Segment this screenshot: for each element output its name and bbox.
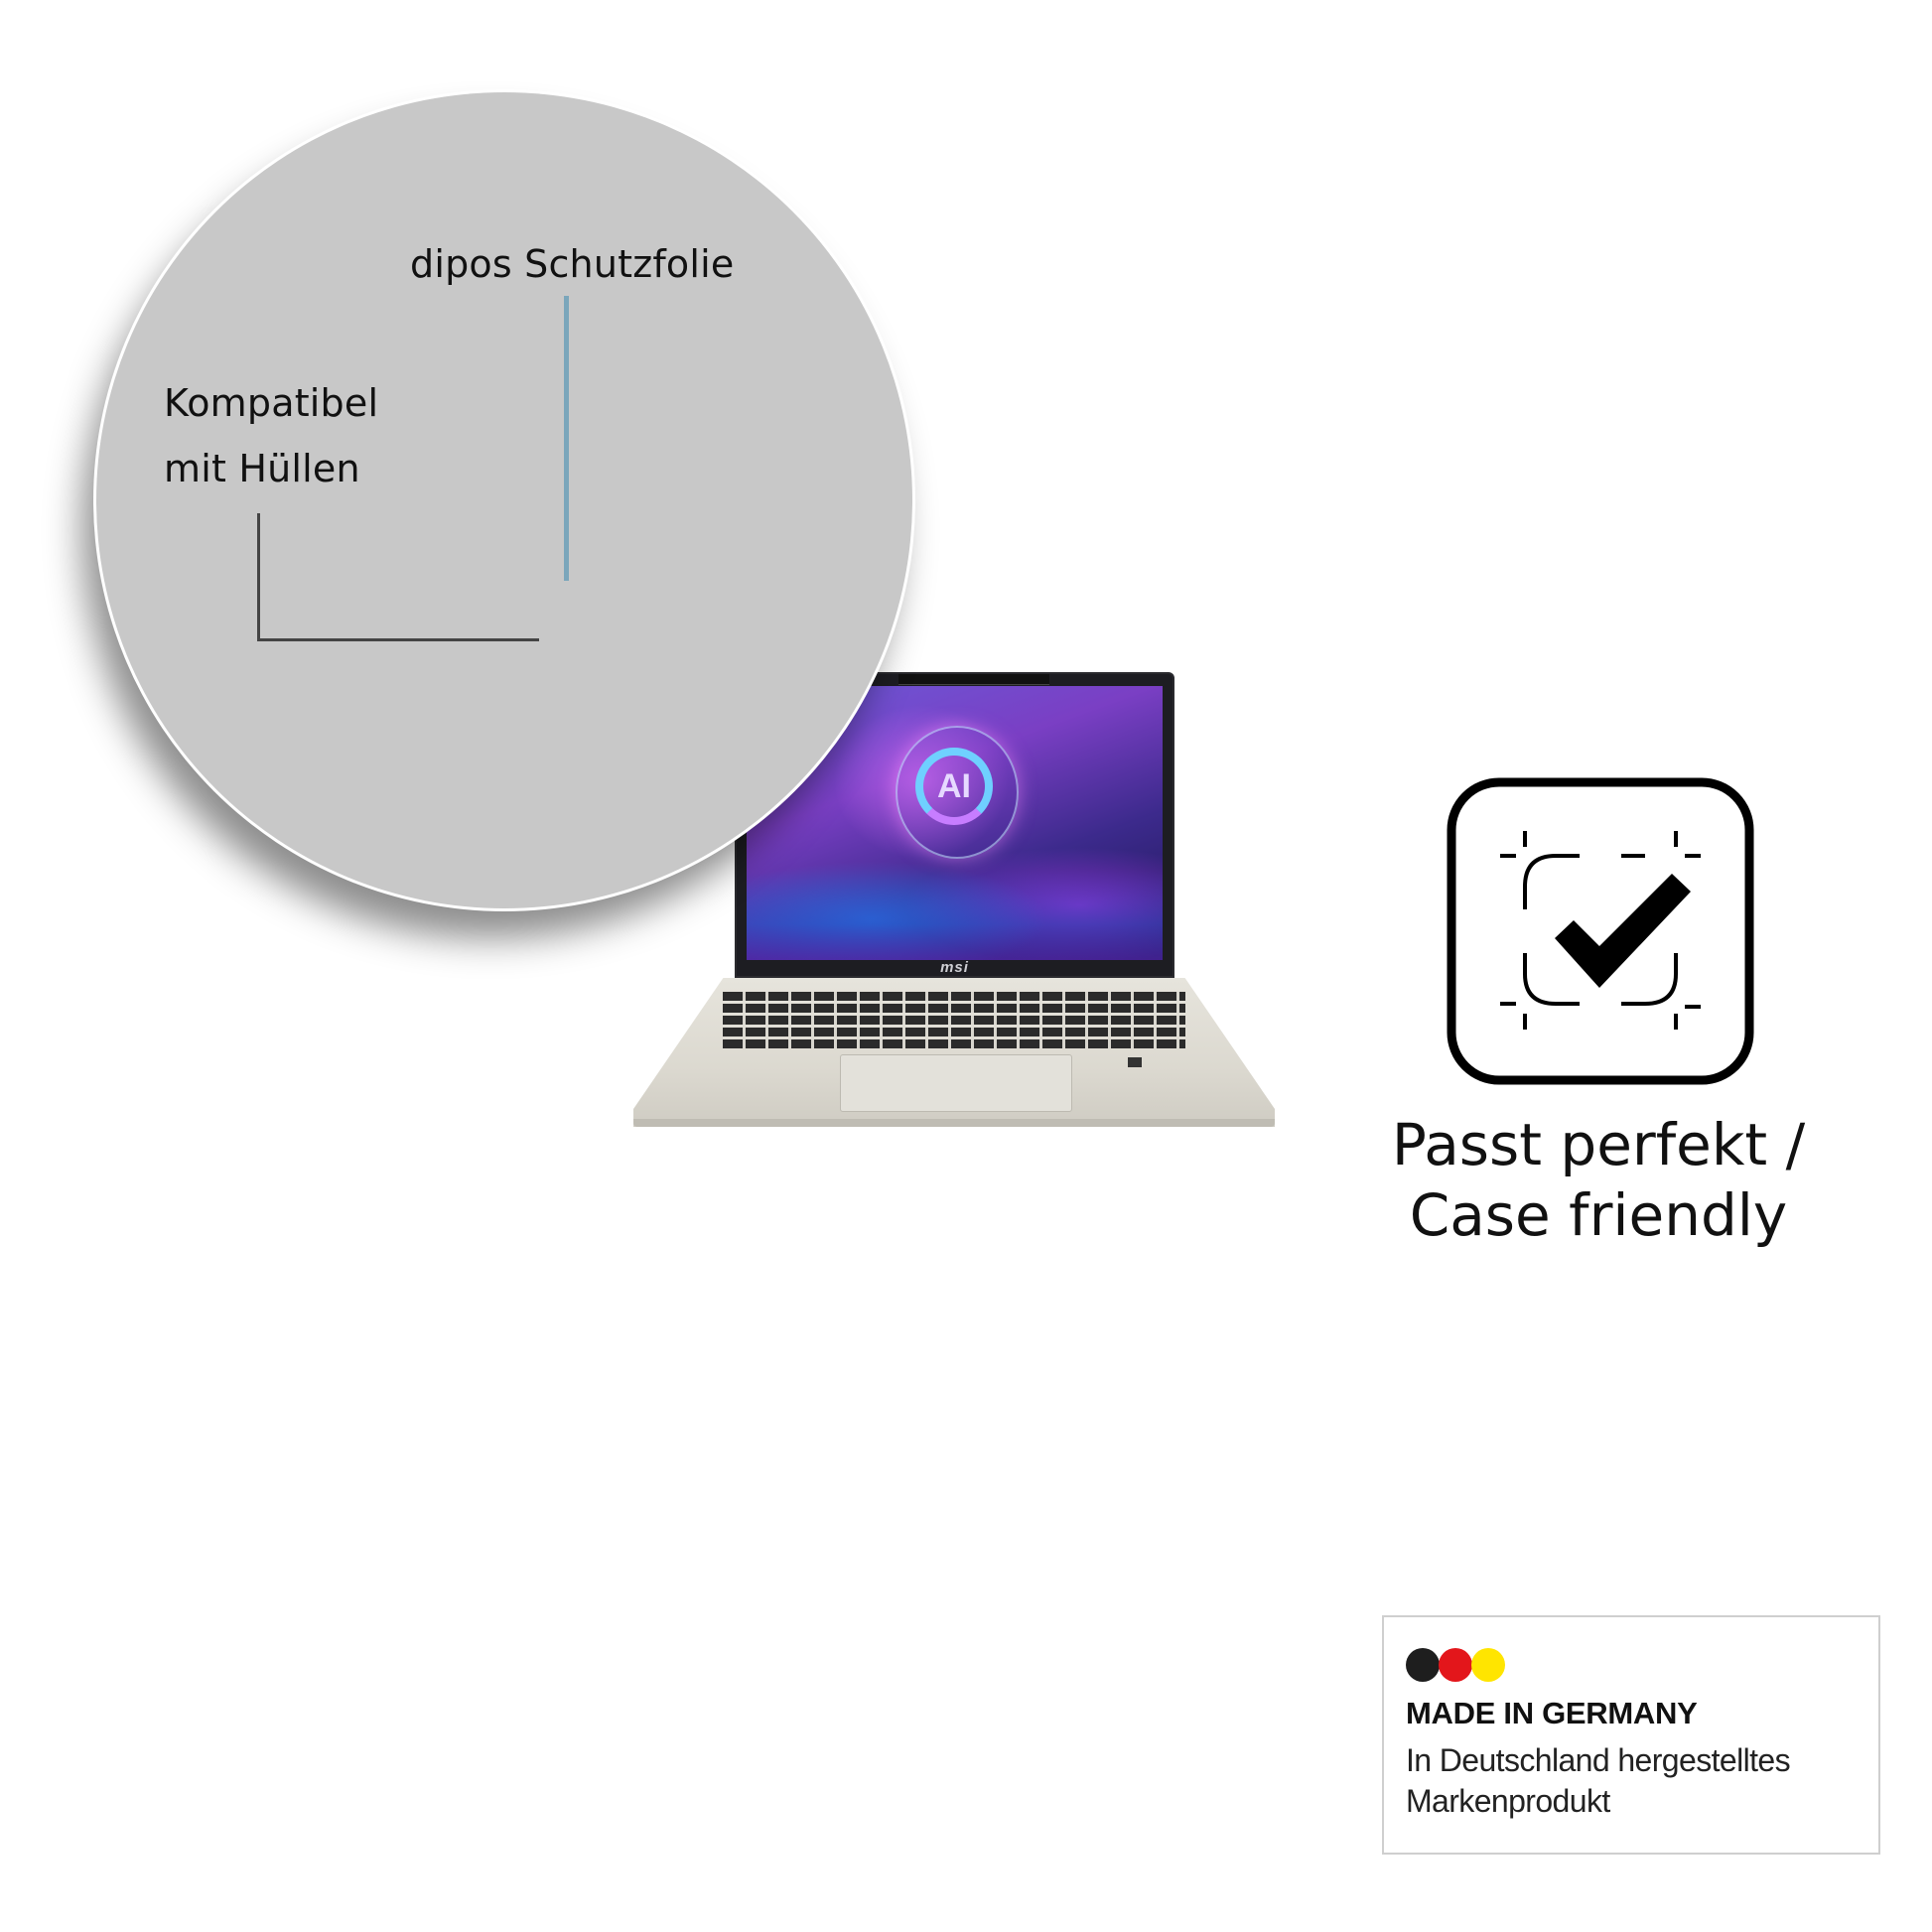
compat-label-line1: Kompatibel — [164, 381, 379, 425]
compat-label-line2: mit Hüllen — [164, 447, 360, 490]
black-dot-icon — [1406, 1648, 1440, 1682]
ai-wave-ring — [896, 726, 1019, 859]
particle-wave — [747, 871, 1163, 960]
feature-caption-line2: Case friendly — [1409, 1181, 1788, 1249]
webcam-notch — [898, 674, 1049, 685]
laptop-base-edge — [633, 1119, 1275, 1127]
red-dot-icon — [1439, 1648, 1472, 1682]
touchpad — [840, 1054, 1072, 1112]
made-in-germany-badge: MADE IN GERMANY In Deutschland hergestel… — [1382, 1615, 1880, 1855]
badge-title: MADE IN GERMANY — [1406, 1696, 1698, 1730]
badge-subtitle-line2: Markenprodukt — [1406, 1783, 1610, 1819]
badge-subtitle: In Deutschland hergestelltes Markenprodu… — [1406, 1740, 1791, 1822]
feature-caption-line1: Passt perfekt / — [1391, 1111, 1806, 1178]
film-label: dipos Schutzfolie — [410, 242, 735, 286]
case-friendly-check-icon — [1447, 777, 1754, 1085]
film-indicator-line — [564, 296, 569, 581]
ai-logo-icon: AI — [915, 748, 993, 825]
case-indicator-line-vertical — [257, 513, 260, 641]
laptop-base — [633, 978, 1275, 1127]
badge-subtitle-line1: In Deutschland hergestelltes — [1406, 1742, 1791, 1778]
callout-circle: dipos Schutzfolie Kompatibel mit Hüllen — [96, 92, 912, 908]
german-flag-dots-icon — [1406, 1648, 1510, 1682]
fingerprint-sensor — [1128, 1057, 1142, 1067]
feature-caption: Passt perfekt / Case friendly — [1360, 1110, 1837, 1251]
compat-label: Kompatibel mit Hüllen — [164, 370, 378, 501]
case-indicator-line-horizontal — [257, 638, 539, 641]
gold-dot-icon — [1471, 1648, 1505, 1682]
keyboard — [723, 992, 1185, 1049]
brand-logo: msi — [940, 959, 969, 976]
